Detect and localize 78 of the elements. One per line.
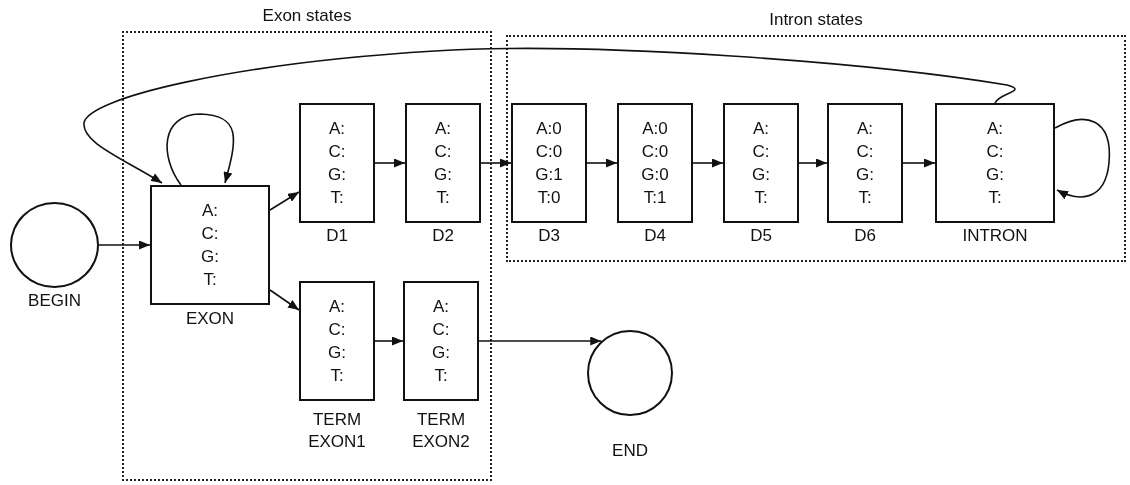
state-name: TERM EXON1: [307, 409, 367, 453]
state-name: D3: [537, 225, 561, 247]
emission-label: C:: [434, 141, 452, 163]
transition-arrow: [269, 289, 300, 311]
emission-label: T:: [330, 365, 344, 387]
emission-label: G:: [986, 164, 1004, 186]
emission-label: G:0: [641, 164, 669, 186]
emission-label: G:: [201, 246, 219, 268]
transition-arrow: [269, 191, 300, 211]
emission-label: A:: [856, 118, 874, 140]
state-name: D6: [853, 225, 877, 247]
emission-label: A:: [201, 200, 219, 222]
emission-label: A:: [434, 118, 452, 140]
emission-label: A:: [328, 118, 346, 140]
group-heading: Intron states: [768, 9, 864, 31]
emission-label: T:: [858, 187, 872, 209]
transition-arrow: [798, 158, 828, 168]
state-box: [617, 103, 693, 223]
emission-label: T:: [330, 187, 344, 209]
state-name: EXON: [184, 308, 236, 330]
group-heading: Exon states: [261, 5, 353, 27]
state-name: D2: [431, 225, 455, 247]
transition-arrow: [374, 336, 404, 346]
transition-arrow: [98, 240, 151, 250]
emission-label: A:0: [642, 118, 668, 140]
transition-arrow: [1054, 118, 1111, 198]
emission-label: C:0: [535, 141, 563, 163]
state-box: [403, 281, 479, 401]
transition-arrow: [902, 158, 936, 168]
emission-label: T:: [434, 365, 448, 387]
transition-arrow: [374, 158, 406, 168]
state-name: END: [611, 440, 649, 462]
emission-label: G:: [752, 164, 770, 186]
emission-label: T:: [754, 187, 768, 209]
transition-arrow: [478, 336, 603, 346]
emission-label: C:: [201, 223, 219, 245]
state-box: [723, 103, 799, 223]
emission-label: T:1: [643, 187, 667, 209]
emission-label: T:0: [537, 187, 561, 209]
emission-label: C:: [856, 141, 874, 163]
emission-label: G:: [432, 342, 450, 364]
transition-arrow: [692, 158, 724, 168]
emission-label: A:: [432, 296, 450, 318]
state-box: [405, 103, 481, 223]
state-box: [827, 103, 903, 223]
emission-label: G:: [856, 164, 874, 186]
state-name: D1: [325, 225, 349, 247]
emission-label: C:: [752, 141, 770, 163]
state-name: BEGIN: [27, 290, 82, 312]
emission-label: C:0: [641, 141, 669, 163]
transition-arrow: [83, 47, 1016, 184]
emission-label: G:: [328, 164, 346, 186]
emission-label: G:: [328, 342, 346, 364]
emission-label: C:: [328, 319, 346, 341]
state-box: [299, 281, 375, 401]
emission-label: A:: [328, 296, 346, 318]
emission-label: T:: [436, 187, 450, 209]
state-name: D5: [749, 225, 773, 247]
state-name: INTRON: [961, 225, 1029, 247]
state-box: [511, 103, 587, 223]
emission-label: A:: [752, 118, 770, 140]
emission-label: C:: [986, 141, 1004, 163]
transition-arrow: [166, 113, 235, 186]
emission-label: G:: [434, 164, 452, 186]
state-box: [299, 103, 375, 223]
transition-arrow: [586, 158, 618, 168]
state-box: [150, 185, 270, 305]
transition-arrow: [480, 158, 512, 168]
emission-label: C:: [328, 141, 346, 163]
emission-label: T:: [203, 269, 217, 291]
state-name: D4: [643, 225, 667, 247]
state-name: TERM EXON2: [411, 409, 471, 453]
state-box: [935, 103, 1055, 223]
emission-label: G:1: [535, 164, 563, 186]
emission-label: T:: [988, 187, 1002, 209]
emission-label: A:: [986, 118, 1004, 140]
emission-label: A:0: [536, 118, 562, 140]
emission-label: C:: [432, 319, 450, 341]
